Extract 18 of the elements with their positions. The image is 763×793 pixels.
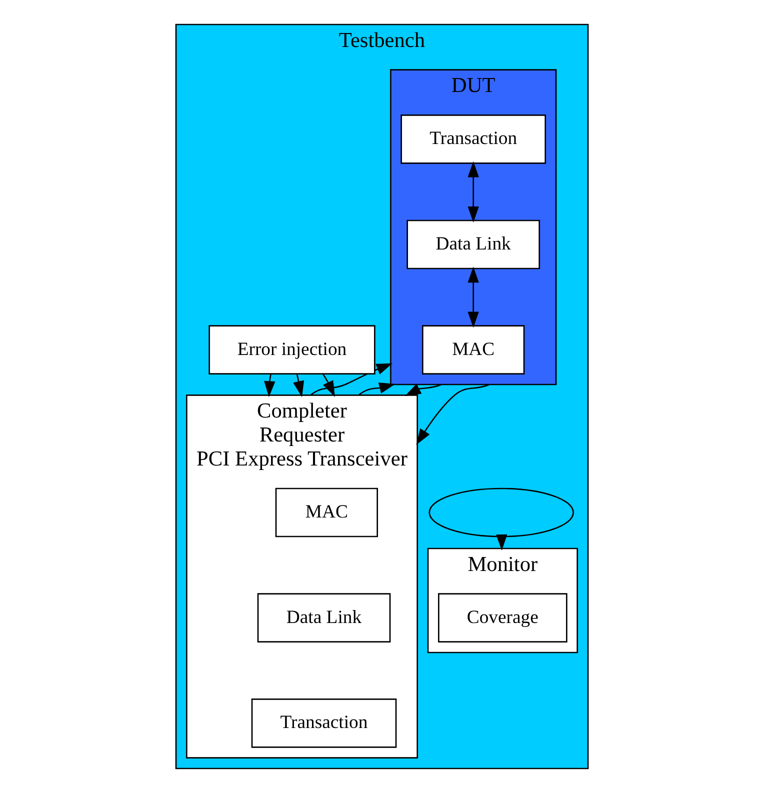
node-box: Error injection bbox=[208, 325, 375, 374]
arrow bbox=[496, 534, 507, 551]
node-box: Transaction bbox=[250, 698, 396, 748]
node-box: Coverage bbox=[438, 593, 567, 642]
arrow bbox=[322, 374, 334, 397]
arrow bbox=[404, 384, 442, 396]
node-box: Data Link bbox=[406, 220, 540, 270]
node-box: MAC bbox=[422, 325, 524, 374]
arrow bbox=[310, 363, 392, 396]
arrow bbox=[416, 384, 490, 445]
node-box: MAC bbox=[274, 488, 378, 538]
node-box: Transaction bbox=[400, 114, 546, 164]
arrow bbox=[264, 374, 275, 398]
arrow bbox=[467, 161, 478, 222]
node-box: Data Link bbox=[256, 593, 390, 642]
arrow bbox=[358, 382, 395, 396]
arrow bbox=[467, 266, 478, 328]
arrow bbox=[292, 374, 304, 398]
